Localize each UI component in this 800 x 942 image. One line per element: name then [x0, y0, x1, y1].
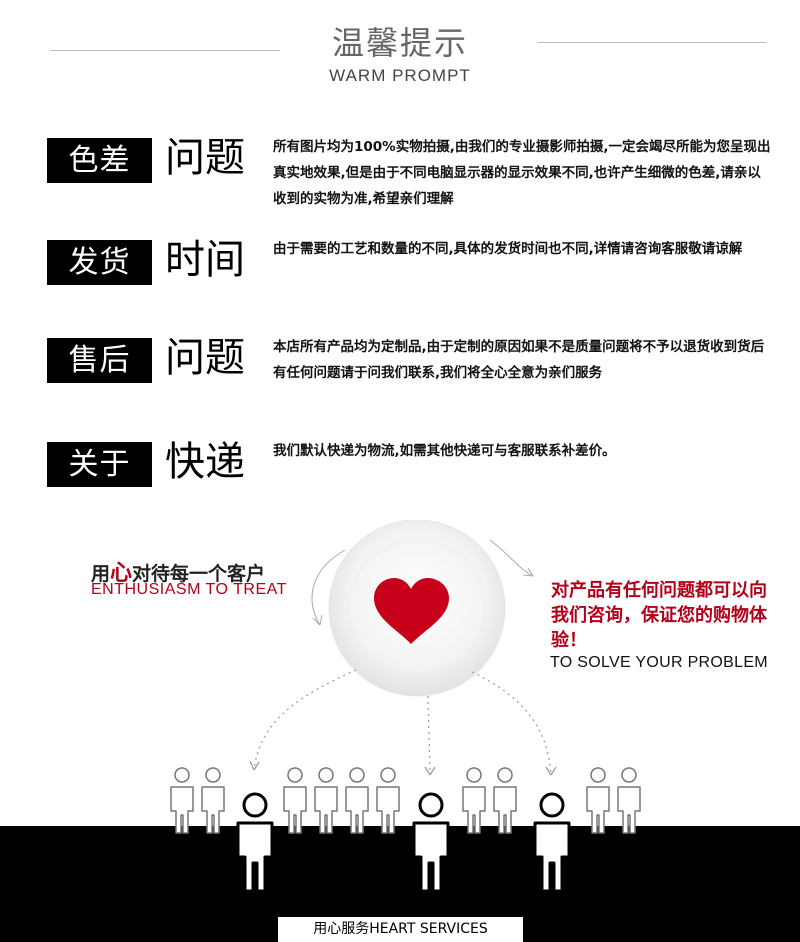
notice-description: 所有图片均为100%实物拍摄,由我们的专业摄影师拍摄,一定会竭尽所能为您呈现出真…	[273, 139, 771, 207]
notice-word: 快递	[165, 439, 245, 485]
curved-arrow-right-icon	[489, 539, 534, 577]
service-slogan-english: ENTHUSIASM TO TREAT	[91, 581, 287, 598]
heart-icon	[374, 578, 449, 644]
notice-description: 本店所有产品均为定制品,由于定制的原因如果不是质量问题将不予以退货收到货后有任何…	[273, 339, 765, 381]
header-divider-right	[537, 42, 767, 43]
consult-message: 对产品有任何问题都可以向我们咨询，保证您的购物体验！	[551, 580, 767, 651]
notice-word: 问题	[165, 135, 245, 181]
notice-tag: 色差	[47, 138, 152, 183]
header-divider-left	[50, 50, 280, 51]
notice-word: 时间	[165, 237, 245, 283]
dotted-arrow-right-icon	[471, 671, 557, 776]
service-slogan: 用心对待每一个客户	[91, 561, 266, 586]
notice-tag: 关于	[47, 442, 152, 487]
page-title: 温馨提示	[331, 24, 468, 62]
notice-tag: 发货	[47, 240, 152, 285]
notice-tag: 售后	[47, 338, 152, 383]
notice-description: 由于需要的工艺和数量的不同,具体的发货时间也不同,详情请咨询客服敬请谅解	[273, 241, 743, 257]
heart-character: 心	[110, 561, 133, 586]
consult-message-english: TO SOLVE YOUR PROBLEM	[550, 654, 768, 671]
footer-label: 用心服务HEART SERVICES	[278, 917, 523, 942]
dotted-arrow-left-icon	[249, 669, 357, 771]
service-illustration	[170, 520, 641, 893]
curved-arrow-left-icon	[311, 549, 346, 626]
page-subtitle: WARM PROMPT	[329, 66, 471, 85]
customer-icon-center	[412, 792, 450, 893]
dotted-arrow-center-icon	[424, 695, 436, 776]
customer-icon-right	[533, 792, 571, 893]
notice-word: 问题	[165, 335, 245, 381]
notice-description: 我们默认快递为物流,如需其他快递可与客服联系补差价。	[273, 443, 616, 459]
customer-icon-left	[236, 792, 274, 893]
